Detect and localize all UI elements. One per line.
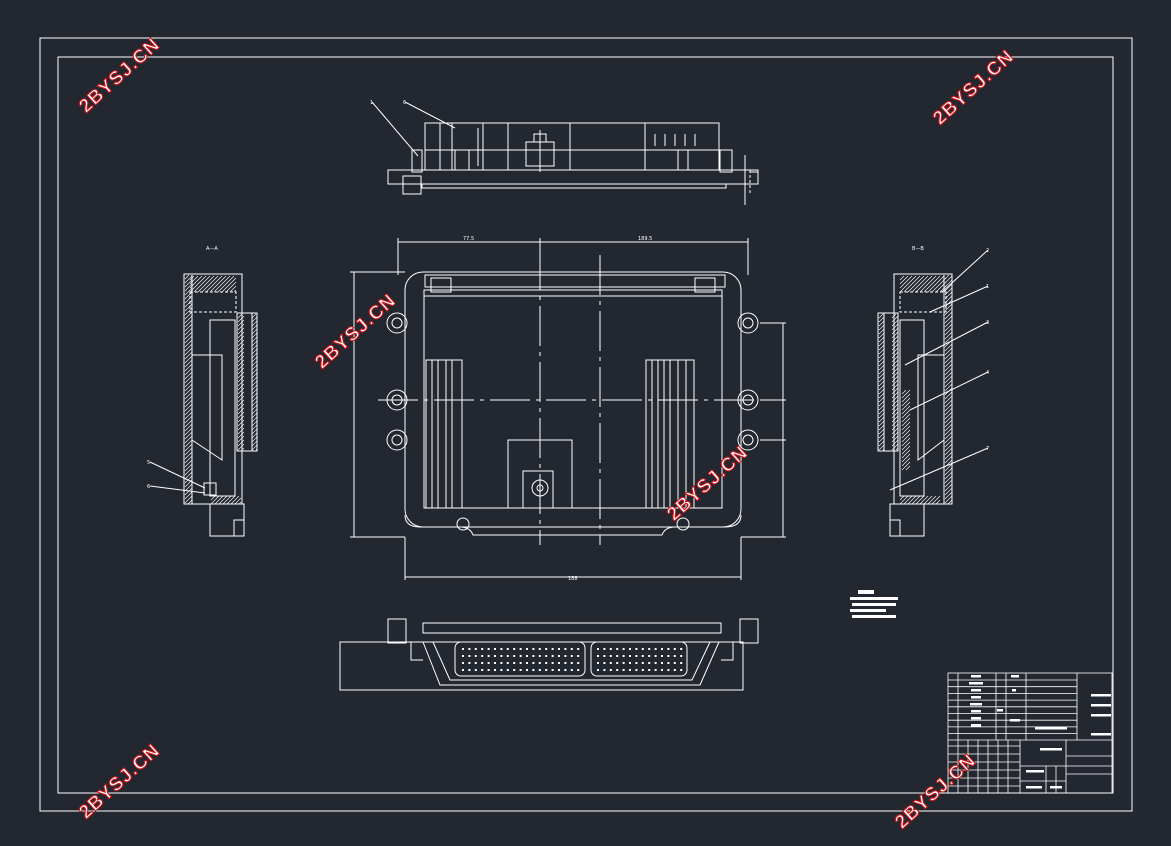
top-part-label-1: 1	[370, 100, 373, 106]
dim-top-right: 189.5	[638, 236, 652, 242]
section-b-b: B—B 2 1 3 4 7	[877, 246, 989, 537]
top-view: 1 6	[370, 100, 759, 205]
right-part-label-7: 7	[986, 446, 989, 452]
section-a-a: A—A 5 6	[147, 246, 258, 537]
left-part-label-5: 5	[147, 460, 150, 466]
connector-pins-left	[462, 648, 580, 671]
left-part-label-6: 6	[147, 484, 150, 490]
dim-top-left: 77.5	[463, 236, 474, 242]
title-block	[947, 672, 1113, 794]
inner-frame	[57, 56, 1114, 794]
right-part-label-2: 2	[986, 248, 989, 254]
technical-notes	[850, 590, 898, 618]
connector-pins-right	[597, 648, 683, 671]
outer-frame	[39, 37, 1133, 812]
right-part-label-1: 1	[986, 284, 989, 290]
dim-bottom: 188	[568, 576, 578, 582]
front-view: 77.5 189.5 188	[350, 236, 786, 582]
section-b-b-label: B—B	[912, 246, 924, 252]
right-part-label-3: 3	[986, 320, 989, 326]
top-part-label-6: 6	[403, 100, 406, 106]
section-a-a-label: A—A	[206, 246, 218, 252]
right-part-label-4: 4	[986, 370, 989, 376]
bottom-view	[339, 618, 759, 691]
